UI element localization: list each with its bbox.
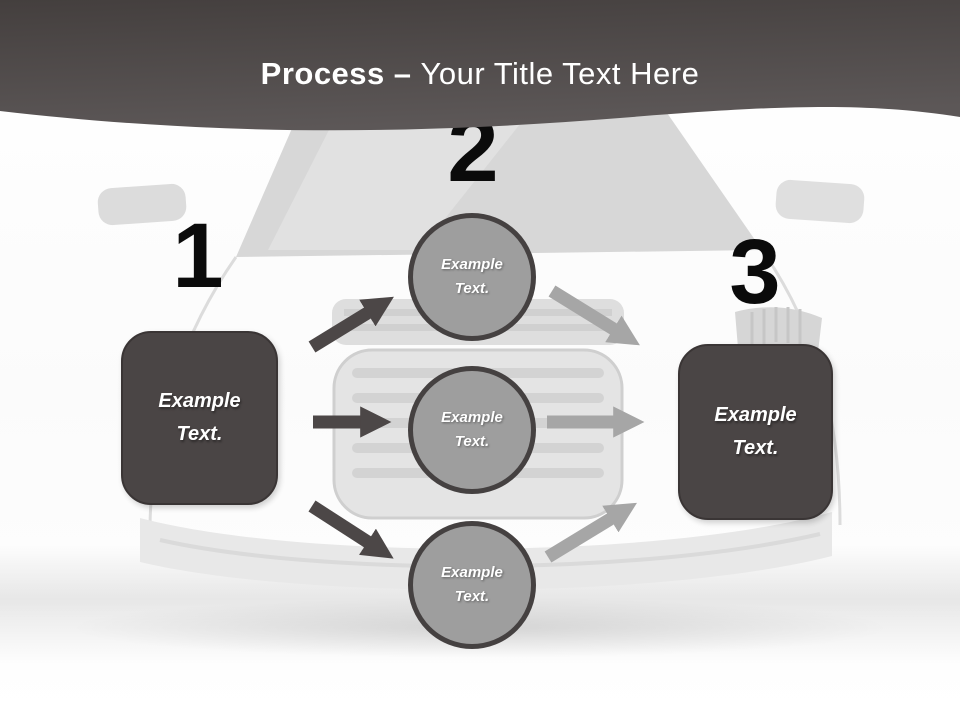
process-box-step3[interactable]: Example Text.: [678, 344, 833, 520]
process-circle-bottom-label: Example Text.: [441, 564, 503, 605]
slide-title[interactable]: Process–Your Title Text Here: [0, 56, 960, 92]
process-circle-middle-label: Example Text.: [441, 409, 503, 450]
arrow-left-to-top-circle: [308, 296, 394, 353]
process-circle-bottom[interactable]: Example Text.: [408, 521, 536, 649]
slide-title-separator: –: [393, 56, 412, 91]
process-circle-top[interactable]: Example Text.: [408, 213, 536, 341]
arrow-bottom-circle-to-right: [544, 502, 637, 563]
process-box-step3-label: Example Text.: [714, 404, 797, 459]
slide-title-keyword: Process: [260, 56, 385, 91]
step-number-3: 3: [729, 221, 781, 323]
arrow-left-to-bottom-circle: [308, 500, 394, 559]
process-box-step1-label: Example Text.: [158, 390, 241, 445]
process-circle-top-label: Example Text.: [441, 256, 503, 297]
process-circle-middle[interactable]: Example Text.: [408, 366, 536, 494]
arrow-top-circle-to-right: [548, 285, 640, 346]
step-number-1: 1: [172, 205, 224, 307]
slide-title-placeholder: Your Title Text Here: [420, 56, 700, 91]
step-number-2: 2: [447, 99, 499, 201]
process-box-step1[interactable]: Example Text.: [121, 331, 278, 505]
